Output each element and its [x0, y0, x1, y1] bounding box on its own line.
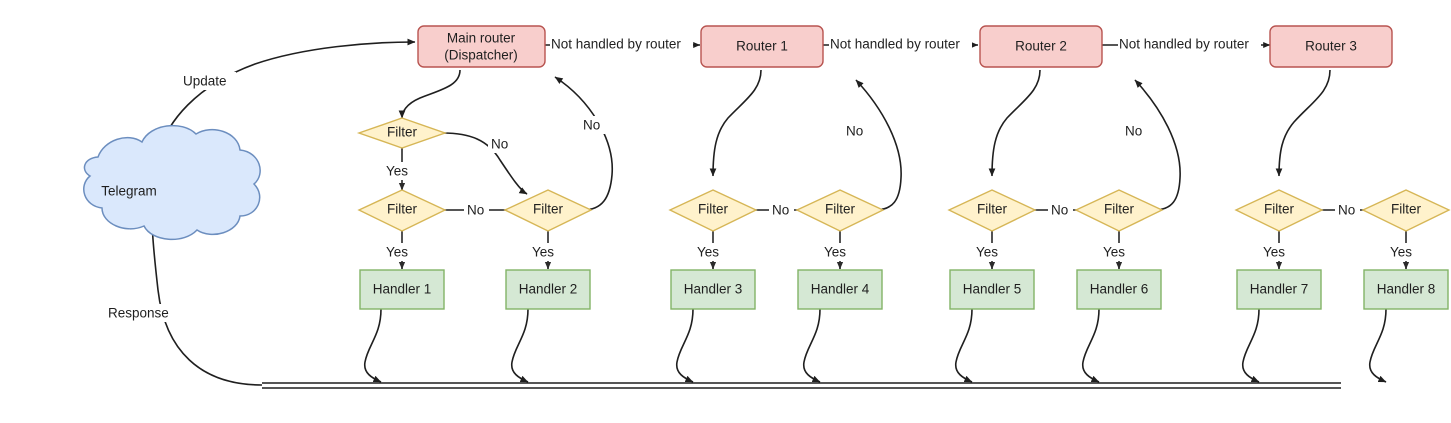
- handler-handler-4-label: Handler 4: [811, 282, 870, 297]
- filter-filter-3[interactable]: Filter: [668, 189, 758, 232]
- router-router-2[interactable]: Router 2: [979, 25, 1103, 68]
- edge-label-no-2: No: [769, 202, 794, 220]
- edge-label-not-handled-2: Not handled by router: [829, 36, 972, 54]
- handler-handler-3[interactable]: Handler 3: [670, 269, 756, 310]
- handler-handler-6-label: Handler 6: [1090, 282, 1149, 297]
- router-router-1-label: Router 1: [736, 39, 788, 54]
- edge-label-yes-3: Yes: [694, 243, 724, 261]
- handler-handler-4[interactable]: Handler 4: [797, 269, 883, 310]
- response-label: Response: [108, 306, 169, 321]
- telegram-label: Telegram: [101, 184, 157, 199]
- no-label-r2-up: No: [1125, 124, 1142, 139]
- handler-handler-1-label: Handler 1: [373, 282, 432, 297]
- edge-label-response: Response: [105, 304, 183, 322]
- yes-label-4: Yes: [824, 245, 846, 260]
- yes-label-7: Yes: [1263, 245, 1285, 260]
- filter-filter-7[interactable]: Filter: [1234, 189, 1324, 232]
- router-router-2-label: Router 2: [1015, 39, 1067, 54]
- telegram-cloud[interactable]: Telegram: [83, 124, 261, 241]
- router-main-router[interactable]: Main router (Dispatcher): [417, 25, 546, 68]
- not-handled-label-2: Not handled by router: [830, 37, 960, 52]
- yes-label-3: Yes: [697, 245, 719, 260]
- handler-handler-7[interactable]: Handler 7: [1236, 269, 1322, 310]
- handler-handler-2[interactable]: Handler 2: [505, 269, 591, 310]
- filter-filter-8-label: Filter: [1391, 202, 1422, 217]
- no-label-3: No: [1051, 203, 1068, 218]
- edge-label-no-4: No: [1335, 202, 1360, 220]
- filter-filter-8[interactable]: Filter: [1361, 189, 1451, 232]
- edge-label-yes-5: Yes: [973, 243, 1003, 261]
- edge-label-yes-8: Yes: [1387, 243, 1417, 261]
- router-router-3[interactable]: Router 3: [1269, 25, 1393, 68]
- filter-filter-6[interactable]: Filter: [1074, 189, 1164, 232]
- response-bus: [262, 382, 1341, 389]
- not-handled-label-3: Not handled by router: [1119, 37, 1249, 52]
- handler-handler-8[interactable]: Handler 8: [1363, 269, 1449, 310]
- edge-label-no-1: No: [464, 202, 489, 220]
- yes-label-a: Yes: [386, 164, 408, 179]
- edge-label-yes-1: Yes: [383, 243, 413, 261]
- filter-filter-4[interactable]: Filter: [795, 189, 885, 232]
- handler-handler-8-label: Handler 8: [1377, 282, 1436, 297]
- handler-handler-2-label: Handler 2: [519, 282, 578, 297]
- edge-label-no-a-up: No: [580, 116, 605, 134]
- no-label-r1-up: No: [846, 124, 863, 139]
- yes-label-5: Yes: [976, 245, 998, 260]
- handler-handler-6[interactable]: Handler 6: [1076, 269, 1162, 310]
- edge-response: [148, 217, 263, 386]
- filter-filter-2[interactable]: Filter: [503, 189, 593, 232]
- router-router-1[interactable]: Router 1: [700, 25, 824, 68]
- handler-handler-3-label: Handler 3: [684, 282, 743, 297]
- edge-label-update: Update: [180, 72, 236, 90]
- edge-label-yes-a: Yes: [383, 162, 413, 180]
- handler-handler-5[interactable]: Handler 5: [949, 269, 1035, 310]
- edge-label-no-r2-up: No: [1122, 122, 1147, 140]
- no-label-1: No: [467, 203, 484, 218]
- handler-handler-7-label: Handler 7: [1250, 282, 1309, 297]
- filter-filter-7-label: Filter: [1264, 202, 1295, 217]
- router-main-router-label-line1: Main router: [447, 31, 516, 46]
- filter-filter-6-label: Filter: [1104, 202, 1135, 217]
- edge-label-no-3: No: [1048, 202, 1073, 220]
- no-label-4: No: [1338, 203, 1355, 218]
- filter-filter-2-label: Filter: [533, 202, 564, 217]
- yes-label-6: Yes: [1103, 245, 1125, 260]
- yes-label-1: Yes: [386, 245, 408, 260]
- edge-label-yes-4: Yes: [821, 243, 851, 261]
- handler-handler-5-label: Handler 5: [963, 282, 1022, 297]
- router-main-router-label-line2: (Dispatcher): [444, 48, 518, 63]
- edge-label-not-handled-3: Not handled by router: [1118, 36, 1261, 54]
- edge-label-yes-6: Yes: [1100, 243, 1130, 261]
- edge-label-yes-2: Yes: [529, 243, 559, 261]
- no-label-a-right: No: [491, 137, 508, 152]
- yes-label-2: Yes: [532, 245, 554, 260]
- filter-filter-a[interactable]: Filter: [356, 117, 448, 149]
- edge-label-yes-7: Yes: [1260, 243, 1290, 261]
- edge-label-no-r1-up: No: [843, 122, 868, 140]
- filter-filter-1[interactable]: Filter: [357, 189, 447, 232]
- filter-filter-4-label: Filter: [825, 202, 856, 217]
- edge-label-no-a-right: No: [488, 135, 513, 153]
- filter-filter-a-label: Filter: [387, 125, 418, 140]
- edge-label-not-handled-1: Not handled by router: [550, 36, 693, 54]
- filter-filter-1-label: Filter: [387, 202, 418, 217]
- router-router-3-label: Router 3: [1305, 39, 1357, 54]
- yes-label-8: Yes: [1390, 245, 1412, 260]
- filter-filter-5[interactable]: Filter: [947, 189, 1037, 232]
- no-label-a-up: No: [583, 118, 600, 133]
- no-label-2: No: [772, 203, 789, 218]
- not-handled-label-1: Not handled by router: [551, 37, 681, 52]
- handler-handler-1[interactable]: Handler 1: [359, 269, 445, 310]
- filter-filter-5-label: Filter: [977, 202, 1008, 217]
- filter-filter-3-label: Filter: [698, 202, 729, 217]
- update-label: Update: [183, 74, 227, 89]
